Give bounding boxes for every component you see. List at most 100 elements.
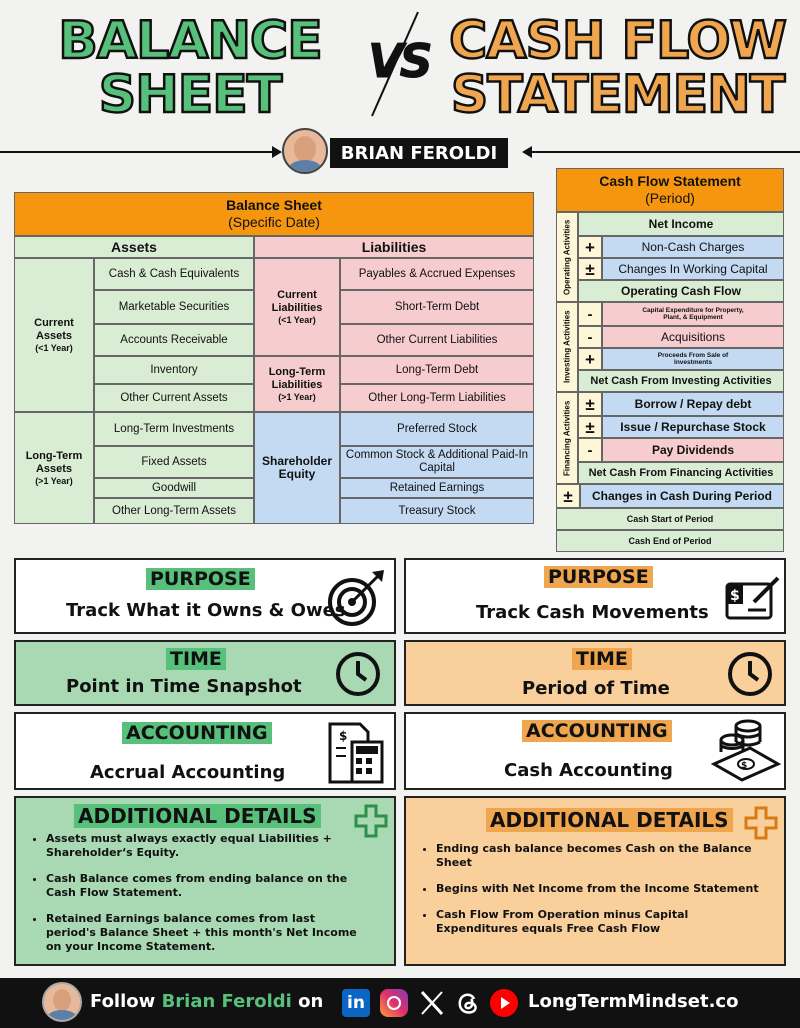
- time-left-text: Point in Time Snapshot: [66, 676, 302, 697]
- ca-item: Inventory: [94, 356, 254, 384]
- plus-icon: [744, 806, 778, 840]
- bs-subtitle: (Specific Date): [228, 214, 320, 230]
- threads-icon[interactable]: [454, 989, 482, 1017]
- fin-sign: ±: [578, 416, 602, 438]
- fin-sign: ±: [578, 392, 602, 416]
- fin-item: Borrow / Repay debt: [602, 392, 784, 416]
- author-avatar: [282, 128, 328, 174]
- footer-site-link[interactable]: LongTermMindset.co: [528, 991, 739, 1012]
- cash-change: Changes in Cash During Period: [580, 484, 784, 508]
- fin-item: Pay Dividends: [602, 438, 784, 462]
- bs-title-text: Balance Sheet: [226, 197, 322, 213]
- money-stack-icon: $: [710, 719, 782, 782]
- inv-sign: +: [578, 348, 602, 370]
- liabilities-header: Liabilities: [254, 236, 534, 258]
- purpose-right-heading: PURPOSE: [544, 566, 653, 588]
- purpose-right-box: PURPOSE Track Cash Movements $: [404, 558, 786, 634]
- svg-text:$: $: [730, 588, 740, 604]
- title-balance: BALANCE: [57, 11, 324, 71]
- details-right-box: ADDITIONAL DETAILS Ending cash balance b…: [404, 796, 786, 966]
- cf-title-text: Cash Flow Statement: [599, 173, 741, 189]
- lt-assets-label: Long-Term Assets (>1 Year): [14, 412, 94, 524]
- plus-icon: [354, 804, 388, 838]
- operating-label: Operating Activities: [556, 212, 578, 302]
- investing-label: Investing Activities: [556, 302, 578, 392]
- accounting-right-heading: ACCOUNTING: [522, 720, 672, 742]
- check-icon: $: [725, 576, 780, 620]
- op-total: Operating Cash Flow: [578, 280, 784, 302]
- lta-sub: (>1 Year): [35, 476, 73, 486]
- ca-item: Accounts Receivable: [94, 324, 254, 356]
- follow-text: Follow: [90, 991, 156, 1012]
- svg-text:$: $: [741, 761, 747, 771]
- details-left-item: Assets must always exactly equal Liabili…: [46, 832, 362, 860]
- cl-sub: (<1 Year): [278, 315, 316, 325]
- accounting-left-box: ACCOUNTING Accrual Accounting $: [14, 712, 396, 790]
- lta-item: Other Long-Term Assets: [94, 498, 254, 524]
- purpose-left-text: Track What it Owns & Owes: [66, 600, 346, 621]
- inv-item: Proceeds From Sale of Investments: [602, 348, 784, 370]
- op-item: Non-Cash Charges: [602, 236, 784, 258]
- vs-label: VS: [368, 34, 434, 89]
- x-icon[interactable]: [418, 989, 446, 1017]
- financing-label: Financing Activities: [556, 392, 578, 484]
- accounting-right-box: ACCOUNTING Cash Accounting $: [404, 712, 786, 790]
- ltl-item: Other Long-Term Liabilities: [340, 384, 534, 412]
- follow-on: on: [298, 991, 324, 1012]
- time-right-box: TIME Period of Time: [404, 640, 786, 706]
- op-sign: ±: [578, 258, 602, 280]
- ca-label: Current Assets: [34, 317, 74, 342]
- cl-item: Other Current Liabilities: [340, 324, 534, 356]
- time-right-text: Period of Time: [522, 678, 670, 699]
- op-sign: +: [578, 236, 602, 258]
- purpose-left-box: PURPOSE Track What it Owns & Owes: [14, 558, 396, 634]
- details-left-item: Cash Balance comes from ending balance o…: [46, 872, 362, 900]
- fin-total: Net Cash From Financing Activities: [578, 462, 784, 484]
- follow-name[interactable]: Brian Feroldi: [161, 991, 292, 1012]
- details-right-heading: ADDITIONAL DETAILS: [486, 808, 733, 832]
- linkedin-icon[interactable]: in: [342, 989, 370, 1017]
- time-left-heading: TIME: [166, 648, 226, 670]
- lta-item: Long-Term Investments: [94, 412, 254, 446]
- eq-item: Retained Earnings: [340, 478, 534, 498]
- title-sheet: SHEET: [98, 65, 284, 125]
- inv-sign: -: [578, 302, 602, 326]
- fin-sign: -: [578, 438, 602, 462]
- lta-label: Long-Term Assets: [25, 450, 83, 475]
- ltl-sub: (>1 Year): [278, 392, 316, 402]
- eq-item: Preferred Stock: [340, 412, 534, 446]
- youtube-icon[interactable]: [490, 989, 518, 1017]
- lt-liab-label: Long-Term Liabilities (>1 Year): [254, 356, 340, 412]
- cf-title: Cash Flow Statement (Period): [556, 168, 784, 212]
- lta-item: Fixed Assets: [94, 446, 254, 478]
- svg-text:$: $: [339, 729, 347, 743]
- bs-title: Balance Sheet (Specific Date): [14, 192, 534, 236]
- inv-sign: -: [578, 326, 602, 348]
- assets-header: Assets: [14, 236, 254, 258]
- cf-subtitle: (Period): [645, 190, 695, 206]
- cash-end: Cash End of Period: [556, 530, 784, 552]
- target-icon: [328, 570, 384, 626]
- details-left-item: Retained Earnings balance comes from las…: [46, 912, 362, 954]
- vs-slash: [371, 11, 419, 117]
- footer: Follow Brian Feroldi on in LongTermMinds…: [0, 978, 800, 1028]
- time-left-box: TIME Point in Time Snapshot: [14, 640, 396, 706]
- details-left-heading: ADDITIONAL DETAILS: [74, 804, 321, 828]
- ltl-item: Long-Term Debt: [340, 356, 534, 384]
- author-name: BRIAN FEROLDI: [330, 138, 508, 168]
- time-right-heading: TIME: [572, 648, 632, 670]
- details-right-item: Cash Flow From Operation minus Capital E…: [436, 908, 774, 936]
- ca-item: Cash & Cash Equivalents: [94, 258, 254, 290]
- details-right-item: Begins with Net Income from the Income S…: [436, 882, 774, 896]
- title-statement: STATEMENT: [450, 65, 787, 125]
- equity-label: Shareholder Equity: [254, 412, 340, 524]
- footer-avatar: [42, 982, 82, 1022]
- instagram-icon[interactable]: [380, 989, 408, 1017]
- details-right-list: Ending cash balance becomes Cash on the …: [422, 842, 774, 948]
- calculator-icon: $: [328, 722, 384, 784]
- title-cash-flow: CASH FLOW: [448, 11, 788, 71]
- purpose-left-heading: PURPOSE: [146, 568, 255, 590]
- current-assets-label: Current Assets (<1 Year): [14, 258, 94, 412]
- footer-follow: Follow Brian Feroldi on: [90, 991, 323, 1012]
- accounting-left-heading: ACCOUNTING: [122, 722, 272, 744]
